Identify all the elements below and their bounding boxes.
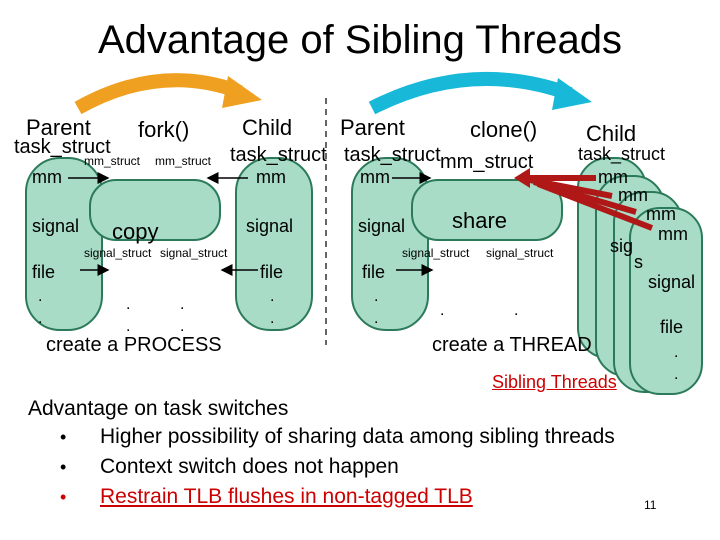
process-parent-file: file — [32, 262, 56, 282]
dot: . — [270, 310, 275, 327]
dot: . — [374, 288, 379, 305]
dot: . — [180, 296, 185, 313]
process-caption: create a PROCESS — [46, 334, 222, 356]
list-item: • Higher possibility of sharing data amo… — [58, 425, 718, 457]
clone-arrow-head — [552, 78, 592, 110]
process-parent-mm-struct: mm_struct — [84, 154, 141, 168]
process-copy-box — [89, 179, 221, 241]
process-parent-label: Parent — [26, 115, 91, 140]
clone-label: clone() — [470, 117, 538, 142]
thread-parent-box — [351, 157, 429, 331]
process-child-task-struct: task_struct — [230, 144, 327, 166]
thread-caption: create a THREAD — [432, 334, 592, 356]
dot: . — [440, 302, 445, 319]
process-parent-mm: mm — [32, 167, 62, 187]
dot: . — [180, 318, 185, 335]
share-arrow-4 — [536, 181, 654, 231]
slide-title: Advantage of Sibling Threads — [97, 18, 623, 62]
thread-shared-box — [411, 179, 563, 241]
bullet: • — [60, 457, 67, 477]
fork-arrow-head — [222, 76, 262, 108]
bullet: • — [60, 487, 67, 507]
process-child-mm: mm — [256, 167, 286, 187]
process-child-signal-struct: signal_struct — [160, 246, 228, 260]
thread-parent-file: file — [362, 262, 386, 282]
clone-arrow — [368, 71, 573, 115]
dot: . — [38, 288, 43, 305]
sibling-mm-4: mm — [658, 224, 688, 244]
sibling-box-4 — [629, 207, 703, 395]
thread-signal-struct-a: signal_struct — [402, 246, 470, 260]
dot: . — [270, 288, 275, 305]
dot: . — [674, 344, 679, 361]
process-parent-task-struct: task_struct — [14, 136, 111, 158]
sibling-mm-1: mm — [598, 167, 628, 187]
share-label: share — [452, 208, 508, 233]
sibling-sig: sig — [610, 236, 634, 256]
bullet: • — [60, 427, 67, 447]
thread-signal-struct-b: signal_struct — [486, 246, 554, 260]
thread-mm-struct: mm_struct — [440, 151, 534, 173]
copy-label: copy — [112, 219, 159, 244]
advantage-item-text-highlight: Restrain TLB flushes in non-tagged TLB — [100, 485, 473, 508]
process-child-label: Child — [242, 115, 293, 140]
process-child-mm-struct: mm_struct — [155, 154, 212, 168]
sibling-mm-2: mm — [618, 185, 648, 205]
process-child-signal: signal — [246, 216, 294, 236]
thread-parent-mm: mm — [360, 167, 390, 187]
thread-parent-signal: signal — [358, 216, 406, 236]
thread-parent-task-struct: task_struct — [344, 144, 441, 166]
sibling-file: file — [660, 317, 684, 337]
sibling-mm-3: mm — [646, 204, 676, 224]
advantage-item-text: Higher possibility of sharing data among… — [100, 425, 615, 448]
list-item: • Restrain TLB flushes in non-tagged TLB — [58, 485, 718, 517]
dot: . — [674, 366, 679, 383]
dot: . — [126, 296, 131, 313]
fork-label: fork() — [138, 117, 190, 142]
process-parent-box — [25, 157, 103, 331]
process-child-file: file — [260, 262, 284, 282]
advantages-heading: Advantage on task switches — [28, 397, 289, 420]
dot: . — [374, 310, 379, 327]
sibling-s: s — [634, 252, 643, 272]
list-item: • Context switch does not happen — [58, 455, 718, 487]
page-number: 11 — [644, 498, 657, 512]
process-parent-signal-struct: signal_struct — [84, 246, 152, 260]
fork-arrow — [74, 73, 243, 115]
thread-child-task-struct: task_struct — [578, 144, 666, 164]
dot: . — [514, 302, 519, 319]
sibling-signal: signal — [648, 272, 696, 292]
dot: . — [38, 310, 43, 327]
thread-parent-label: Parent — [340, 115, 405, 140]
process-child-box — [235, 157, 313, 331]
advantage-item-text: Context switch does not happen — [100, 455, 399, 478]
advantages-list: • Higher possibility of sharing data amo… — [58, 425, 718, 517]
dot: . — [126, 318, 131, 335]
thread-child-label: Child — [586, 121, 637, 146]
sibling-threads-label: Sibling Threads — [492, 372, 617, 392]
process-parent-signal: signal — [32, 216, 80, 236]
